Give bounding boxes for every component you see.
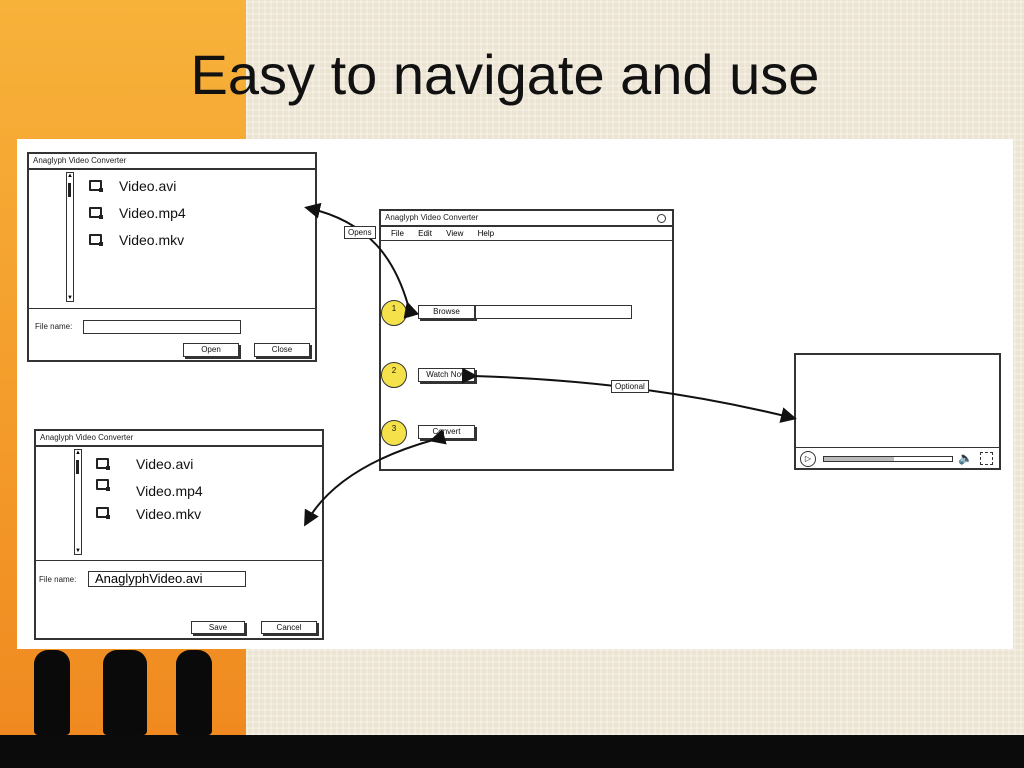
file-icon xyxy=(89,234,103,246)
person-silhouette xyxy=(176,650,212,735)
file-icon xyxy=(96,458,110,470)
scroll-thumb[interactable] xyxy=(68,183,71,197)
menu-edit[interactable]: Edit xyxy=(418,229,432,238)
open-dialog-file-list[interactable]: ▲ ▼ Video.avi Video.mp4 Video.mkv xyxy=(29,170,315,309)
file-name-input[interactable]: AnaglyphVideo.avi xyxy=(88,571,246,587)
volume-icon[interactable]: 🔈 xyxy=(958,451,973,465)
save-file-dialog: Anaglyph Video Converter ▲ ▼ Video.avi V… xyxy=(34,429,324,640)
file-icon xyxy=(96,507,110,519)
main-app-window: Anaglyph Video Converter File Edit View … xyxy=(379,209,674,471)
save-dialog-scrollbar[interactable]: ▲ ▼ xyxy=(74,449,82,555)
scroll-up-icon[interactable]: ▲ xyxy=(75,450,81,456)
file-icon xyxy=(89,207,103,219)
menu-view[interactable]: View xyxy=(446,229,464,238)
scroll-thumb[interactable] xyxy=(76,460,79,474)
open-button[interactable]: Open xyxy=(183,343,239,357)
progress-bar[interactable] xyxy=(823,456,953,462)
opens-note: Opens xyxy=(344,226,376,239)
opens-arrow xyxy=(304,202,420,319)
person-silhouette xyxy=(34,650,70,735)
file-item[interactable]: Video.avi xyxy=(136,456,194,472)
open-file-dialog: Anaglyph Video Converter ▲ ▼ Video.avi V… xyxy=(27,152,317,362)
convert-arrow xyxy=(304,429,447,527)
scroll-up-icon[interactable]: ▲ xyxy=(67,173,73,179)
file-icon xyxy=(96,479,110,491)
file-name-input[interactable] xyxy=(83,320,241,334)
file-name-label: File name: xyxy=(39,575,77,584)
scroll-down-icon[interactable]: ▼ xyxy=(67,295,73,301)
browse-path-input[interactable] xyxy=(475,305,632,319)
close-button[interactable]: Close xyxy=(254,343,310,357)
play-icon[interactable]: ▷ xyxy=(800,451,816,467)
file-name-label: File name: xyxy=(35,322,73,331)
cancel-button[interactable]: Cancel xyxy=(261,621,317,634)
save-dialog-title: Anaglyph Video Converter xyxy=(36,431,322,447)
file-item[interactable]: Video.mp4 xyxy=(136,483,203,499)
open-dialog-title: Anaglyph Video Converter xyxy=(29,154,315,170)
save-dialog-file-list[interactable]: ▲ ▼ Video.avi Video.mp4 Video.mkv xyxy=(36,447,322,561)
save-button[interactable]: Save xyxy=(191,621,245,634)
fullscreen-icon[interactable] xyxy=(980,452,993,465)
open-dialog-scrollbar[interactable]: ▲ ▼ xyxy=(66,172,74,302)
step-badge: 2 xyxy=(381,362,407,388)
slide-title: Easy to navigate and use xyxy=(190,43,820,106)
video-player: ▷ 🔈 xyxy=(794,353,1001,470)
video-display xyxy=(796,355,999,448)
scroll-down-icon[interactable]: ▼ xyxy=(75,548,81,554)
file-icon xyxy=(89,180,103,192)
optional-note: Optional xyxy=(611,380,649,393)
window-control-icon[interactable] xyxy=(657,214,666,223)
watch-now-button[interactable]: Watch Now xyxy=(418,368,475,382)
file-item[interactable]: Video.avi xyxy=(119,178,177,194)
bottom-bar xyxy=(0,735,1024,768)
file-item[interactable]: Video.mkv xyxy=(136,506,202,522)
file-item[interactable]: Video.mp4 xyxy=(119,205,186,221)
person-silhouette xyxy=(103,650,147,735)
menu-help[interactable]: Help xyxy=(477,229,495,238)
progress-fill xyxy=(824,457,895,461)
main-window-title: Anaglyph Video Converter xyxy=(381,211,672,227)
file-item[interactable]: Video.mkv xyxy=(119,232,185,248)
